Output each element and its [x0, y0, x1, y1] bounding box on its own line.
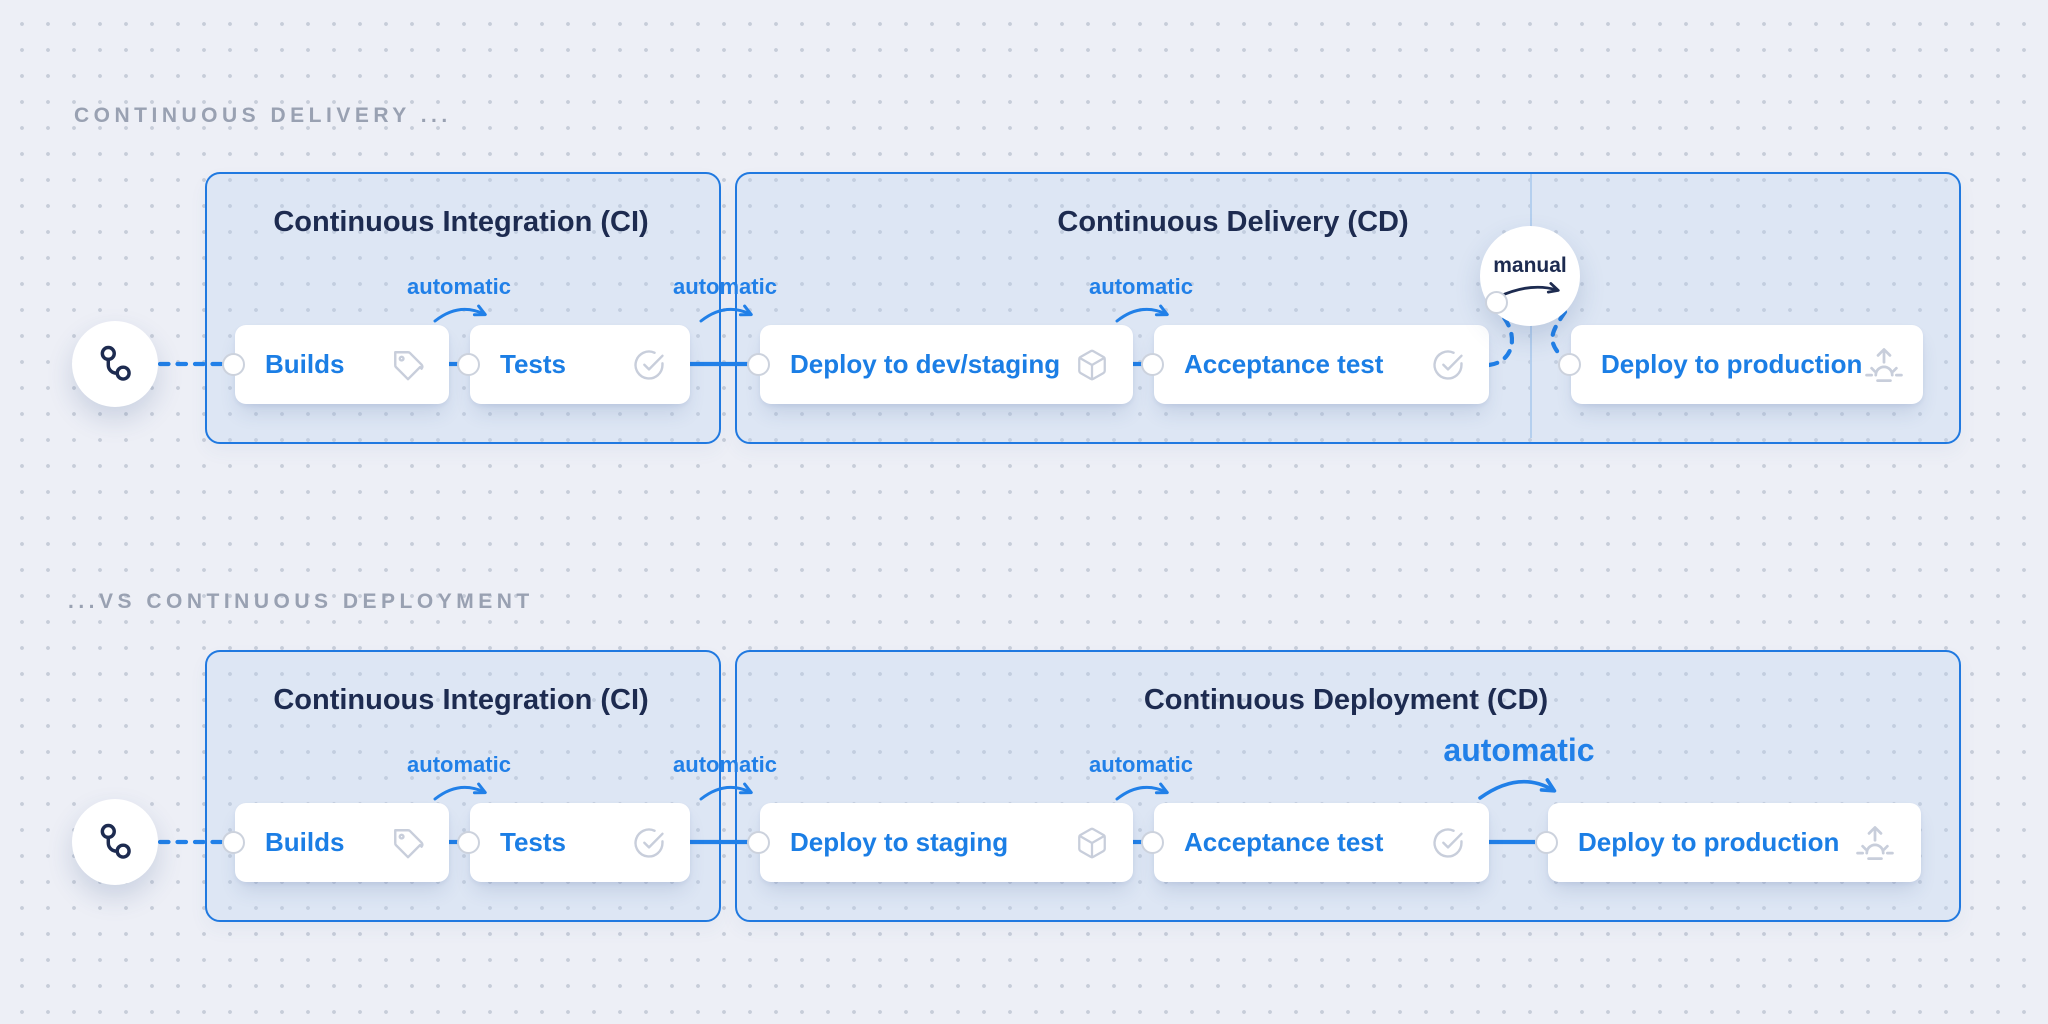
automatic-label: automatic — [673, 752, 777, 777]
stage-card-deploy-production: Deploy to production — [1535, 803, 1921, 882]
stage-card-acceptance-test: Acceptance test — [1141, 803, 1489, 882]
section-heading-deployment: ...VS CONTINUOUS DEPLOYMENT — [68, 590, 534, 613]
automatic-label: automatic — [407, 752, 511, 777]
stage-card-builds: Builds — [222, 325, 449, 404]
stage-label: Deploy to staging — [790, 827, 1009, 857]
input-port — [1535, 830, 1558, 854]
stage-label: Tests — [500, 349, 566, 379]
stage-card-deploy-dev-staging: Deploy to dev/staging — [747, 325, 1133, 404]
stage-card-deploy-staging: Deploy to staging — [747, 803, 1133, 882]
input-port — [1558, 352, 1581, 376]
automatic-label: automatic — [673, 274, 777, 299]
input-port — [747, 352, 770, 376]
automatic-arrow-2c — [1115, 782, 1169, 801]
stage-card-tests: Tests — [457, 803, 690, 882]
stage-card-tests: Tests — [457, 325, 690, 404]
git-commit-icon — [92, 819, 138, 865]
ci-title-deployment: Continuous Integration (CI) — [273, 684, 649, 716]
automatic-arrow-1b — [699, 304, 753, 323]
tag-icon — [391, 348, 425, 382]
stage-label: Builds — [265, 827, 345, 857]
stage-card-acceptance-test: Acceptance test — [1141, 325, 1489, 404]
stage-label: Deploy to production — [1601, 349, 1863, 379]
automatic-arrow-2b — [699, 782, 753, 801]
cd-title-deployment: Continuous Deployment (CD) — [1143, 684, 1549, 716]
automatic-label: automatic — [1089, 752, 1193, 777]
launch-icon — [1862, 343, 1906, 387]
stage-label: Deploy to production — [1578, 827, 1840, 857]
input-port — [457, 830, 480, 854]
automatic-label: automatic — [407, 274, 511, 299]
input-port — [1141, 352, 1164, 376]
stage-card-deploy-production: Deploy to production — [1558, 325, 1923, 404]
source-commit-node — [72, 799, 158, 885]
check-circle-icon — [632, 826, 666, 860]
input-port — [1141, 830, 1164, 854]
git-commit-icon — [92, 341, 138, 387]
check-circle-icon — [632, 348, 666, 382]
input-port — [222, 830, 245, 854]
input-port — [747, 830, 770, 854]
tag-icon — [391, 826, 425, 860]
cd-title-delivery: Continuous Delivery (CD) — [1057, 206, 1409, 238]
automatic-label-big: automatic — [1443, 732, 1595, 768]
stage-label: Tests — [500, 827, 566, 857]
section-heading-delivery: CONTINUOUS DELIVERY ... — [74, 104, 452, 127]
stage-label: Acceptance test — [1184, 827, 1384, 857]
stage-label: Deploy to dev/staging — [790, 349, 1061, 379]
automatic-arrow-2-big — [1478, 778, 1557, 800]
manual-label: manual — [1493, 253, 1567, 277]
ci-title-delivery: Continuous Integration (CI) — [273, 206, 649, 238]
input-port — [222, 352, 245, 376]
cube-icon — [1075, 348, 1109, 382]
stage-label: Builds — [265, 349, 345, 379]
automatic-arrow-1a — [433, 304, 487, 323]
stage-label: Acceptance test — [1184, 349, 1384, 379]
automatic-label: automatic — [1089, 274, 1193, 299]
cube-icon — [1075, 826, 1109, 860]
launch-icon — [1853, 821, 1897, 865]
check-circle-icon — [1431, 348, 1465, 382]
check-circle-icon — [1431, 826, 1465, 860]
stage-card-builds: Builds — [222, 803, 449, 882]
automatic-arrow-1c — [1115, 304, 1169, 323]
input-port — [457, 352, 480, 376]
manual-gate-port — [1485, 291, 1508, 314]
automatic-arrow-2a — [433, 782, 487, 801]
source-commit-node — [72, 321, 158, 407]
